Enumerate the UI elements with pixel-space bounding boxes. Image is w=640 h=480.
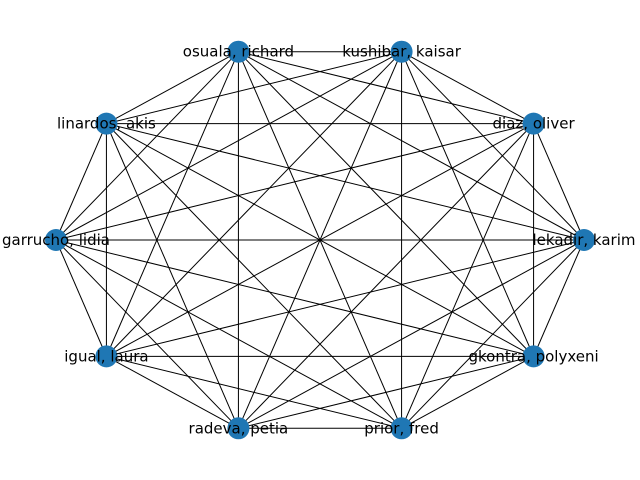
node-label-diaz: diaz, oliver — [493, 115, 576, 133]
node-label-igual: igual, laura — [64, 347, 148, 365]
edges-layer — [55, 51, 585, 429]
edge-radeva-gkontra — [238, 355, 534, 429]
edge-osuala-igual — [105, 51, 239, 357]
edge-linardos-gkontra — [106, 123, 534, 357]
edge-garrucho-prior — [55, 239, 402, 429]
edge-osuala-linardos — [106, 51, 239, 125]
edge-igual-prior — [106, 355, 402, 429]
node-label-lekadir: lekadir, karim — [533, 231, 636, 249]
edge-kushibar-gkontra — [401, 51, 535, 357]
node-osuala — [227, 40, 250, 63]
node-radeva — [227, 417, 250, 440]
node-linardos — [95, 112, 118, 135]
edge-diaz-prior — [401, 123, 535, 429]
node-label-osuala: osuala, richard — [183, 43, 294, 61]
node-garrucho — [45, 229, 67, 251]
node-gkontra — [522, 345, 545, 368]
edge-prior-gkontra — [401, 355, 534, 429]
node-igual — [95, 345, 118, 368]
edge-garrucho-igual — [55, 239, 107, 357]
node-lekadir — [573, 229, 595, 251]
edge-osuala-gkontra — [238, 51, 534, 357]
edge-garrucho-gkontra — [55, 239, 534, 357]
edge-igual-radeva — [106, 355, 239, 429]
edge-linardos-radeva — [105, 123, 239, 429]
node-label-linardos: linardos, akis — [57, 115, 156, 133]
edge-lekadir-radeva — [238, 239, 585, 429]
node-label-garrucho: garrucho, lidia — [2, 231, 110, 249]
edge-lekadir-gkontra — [533, 239, 585, 357]
edge-kushibar-garrucho — [55, 51, 402, 241]
nodes-layer — [45, 40, 595, 440]
edge-diaz-kushibar — [401, 51, 534, 125]
node-label-gkontra: gkontra, polyxeni — [468, 347, 598, 365]
node-prior — [390, 417, 413, 440]
labels-layer: lekadir, karim diaz, oliver kushibar, kais… — [2, 43, 635, 438]
node-kushibar — [390, 40, 413, 63]
edge-linardos-garrucho — [55, 123, 107, 241]
node-label-kushibar: kushibar, kaisar — [342, 43, 461, 61]
edge-lekadir-osuala — [238, 51, 585, 241]
edge-linardos-prior — [106, 123, 402, 429]
node-label-prior: prior, fred — [364, 419, 439, 437]
node-diaz — [522, 112, 545, 135]
edge-garrucho-radeva — [55, 239, 239, 429]
edge-lekadir-diaz — [533, 123, 585, 241]
node-label-radeva: radeva, petia — [189, 419, 289, 437]
